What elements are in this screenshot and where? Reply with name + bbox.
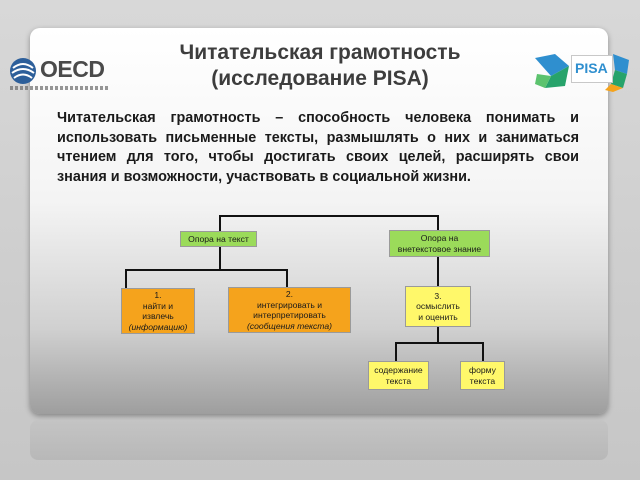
node-reflect-evaluate: 3. осмыслить и оценить: [405, 286, 471, 327]
leaf-content-line-1: содержание: [374, 365, 423, 375]
branch-text-based-label: Опора на текст: [188, 233, 249, 244]
branch-external-line-1: Опора на: [420, 233, 459, 243]
bottom-strip: [30, 420, 608, 460]
oecd-tagline: [10, 86, 110, 90]
node3-line-3: и оценить: [418, 311, 458, 322]
node3-line-1: 3.: [434, 290, 442, 301]
pisa-wordmark: PISA: [575, 60, 608, 76]
branch-external-knowledge: Опора на внетекстовое знание: [389, 230, 490, 257]
node1-line-3: извлечь: [142, 311, 174, 321]
pisa-mosaic-icon: [535, 54, 629, 92]
leaf-content-line-2: текста: [385, 375, 412, 386]
node1-line-2: найти и: [142, 300, 174, 311]
node2-line-2: интегрировать и: [256, 299, 323, 310]
node1-line-1: 1.: [154, 290, 162, 300]
definition-text: Читательская грамотность – способность ч…: [57, 110, 579, 185]
leaf-text-content: содержание текста: [368, 361, 429, 390]
node-integrate-interpret: 2. интегрировать и интерпретировать (соо…: [228, 287, 351, 333]
pisa-label-box: [571, 55, 613, 83]
branch-external-line-2: внетекстовое знание: [397, 243, 482, 254]
node2-line-4: (сообщения текста): [246, 320, 333, 331]
node2-line-1: 2.: [285, 289, 294, 299]
leaf-form-line-2: текста: [469, 375, 496, 386]
leaf-text-form: форму текста: [460, 361, 505, 390]
title-line-2: (исследование PISA): [211, 67, 429, 90]
node-find-extract: 1. найти и извлечь (информацию): [121, 288, 195, 334]
branch-text-based: Опора на текст: [180, 231, 257, 247]
oecd-wordmark: OECD: [40, 56, 105, 82]
pisa-logo: PISA: [535, 52, 631, 92]
oecd-globe-icon: [10, 58, 36, 84]
slide-title: Читательская грамотность (исследование P…: [110, 40, 530, 92]
node2-line-3: интерпретировать: [253, 310, 326, 320]
node3-line-2: осмыслить: [416, 301, 460, 312]
leaf-form-line-1: форму: [469, 365, 496, 375]
slide-panel: [30, 28, 608, 414]
oecd-logo: OECD: [8, 50, 112, 96]
title-line-1: Читательская грамотность: [179, 41, 461, 64]
node1-line-4: (информацию): [128, 321, 188, 332]
